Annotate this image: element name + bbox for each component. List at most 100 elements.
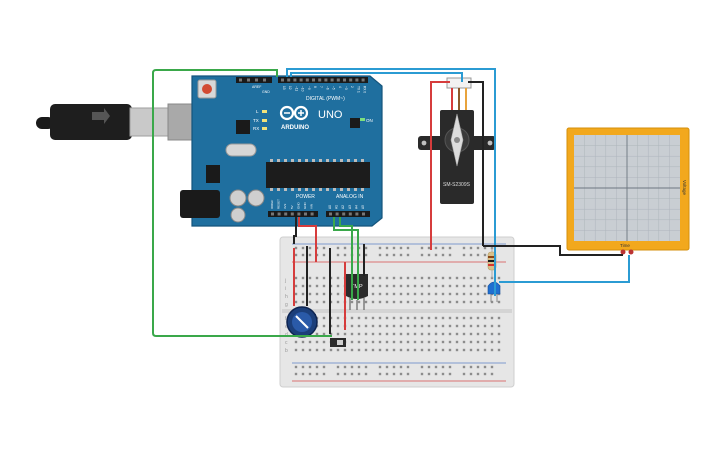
breadboard-hole (413, 292, 417, 296)
breadboard-hole (448, 292, 452, 296)
slide-switch-toggle[interactable] (337, 340, 343, 345)
breadboard-hole (406, 332, 410, 336)
oscilloscope-probe-terminal[interactable] (620, 249, 626, 255)
breadboard-hole (455, 316, 459, 320)
wire-blue-servo-signal[interactable] (290, 72, 463, 82)
breadboard-hole (469, 372, 473, 376)
breadboard-hole (385, 324, 389, 328)
oscilloscope-probe-terminal[interactable] (628, 249, 634, 255)
wire-green-analog-a0[interactable] (339, 217, 353, 300)
breadboard-hole (483, 324, 487, 328)
wire-red-5v[interactable] (298, 217, 317, 262)
chip-pin (347, 159, 350, 162)
breadboard-hole (357, 372, 361, 376)
breadboard-hole (343, 372, 347, 376)
breadboard-hole (385, 340, 389, 344)
breadboard-hole (427, 292, 431, 296)
breadboard-hole (322, 292, 326, 296)
breadboard-hole (469, 316, 473, 320)
breadboard-hole (301, 372, 305, 376)
resistor-band (488, 264, 496, 266)
breadboard-hole (315, 365, 319, 369)
breadboard-hole (392, 276, 396, 280)
usb-cable[interactable] (36, 103, 195, 141)
servo-mount-hole (487, 140, 493, 146)
breadboard-hole (336, 348, 340, 352)
breadboard-hole (427, 316, 431, 320)
wire-red-servo[interactable] (430, 81, 450, 250)
slide-switch[interactable] (330, 338, 346, 347)
analog-header (326, 211, 370, 217)
wire-black-gnd[interactable] (293, 217, 297, 244)
breadboard-hole (448, 340, 452, 344)
oscilloscope[interactable]: Voltage Time (566, 127, 690, 255)
breadboard-hole (413, 348, 417, 352)
breadboard-hole (371, 284, 375, 288)
digital-pin-label: 12 (288, 86, 292, 90)
chip-pin (305, 188, 308, 191)
usb-cable-end (36, 117, 54, 129)
breadboard-hole (308, 340, 312, 344)
breadboard-hole (462, 253, 466, 257)
wire-black-scope[interactable] (483, 245, 623, 256)
wire-blue-scope[interactable] (499, 255, 630, 283)
breadboard-hole (343, 348, 347, 352)
breadboard-hole (462, 276, 466, 280)
breadboard-hole (350, 316, 354, 320)
capacitor (247, 189, 265, 207)
breadboard-hole (490, 372, 494, 376)
reset-button-cap[interactable] (202, 84, 212, 94)
power-pin-label: RESET (277, 199, 281, 209)
tmp-sensor-label: TMP (351, 284, 363, 290)
breadboard-hole (406, 348, 410, 352)
breadboard-hole (399, 316, 403, 320)
wire-green-left[interactable] (152, 69, 332, 337)
arduino-model-text: UNO (318, 109, 343, 121)
breadboard-hole (364, 348, 368, 352)
header-hole (349, 78, 353, 82)
breadboard-hole (497, 316, 501, 320)
wire-blue-led[interactable] (286, 68, 496, 296)
wires[interactable] (152, 68, 630, 337)
potentiometer[interactable] (286, 306, 318, 338)
breadboard-hole (315, 276, 319, 280)
breadboard-hole (469, 348, 473, 352)
header-hole (247, 78, 250, 82)
breadboard-hole (427, 365, 431, 369)
breadboard-hole (385, 276, 389, 280)
breadboard-hole (413, 300, 417, 304)
wire-black-servo[interactable] (468, 81, 484, 246)
breadboard-hole (371, 276, 375, 280)
breadboard-hole (378, 372, 382, 376)
breadboard-hole (315, 300, 319, 304)
servo-motor[interactable]: SM-S2309S (418, 77, 496, 204)
breadboard-hole (399, 284, 403, 288)
digital-pin-label: ~11 (294, 86, 298, 91)
breadboard-hole (448, 300, 452, 304)
capacitor (229, 189, 247, 207)
breadboard-hole (469, 253, 473, 257)
breadboard-hole (434, 316, 438, 320)
breadboard-hole (378, 276, 382, 280)
breadboard-hole (357, 340, 361, 344)
breadboard-hole (343, 365, 347, 369)
wire-green-analog-a1[interactable] (333, 217, 359, 300)
breadboard-hole (385, 284, 389, 288)
breadboard-hole (455, 332, 459, 336)
chip-pin (270, 159, 273, 162)
breadboard-hole (420, 324, 424, 328)
breadboard-hole (406, 372, 410, 376)
header-hole (305, 78, 309, 82)
breadboard[interactable]: j i h g f e d c b (279, 236, 515, 388)
breadboard-hole (483, 348, 487, 352)
breadboard-hole (392, 316, 396, 320)
breadboard-hole (399, 332, 403, 336)
breadboard-hole (301, 365, 305, 369)
breadboard-hole (399, 292, 403, 296)
breadboard-hole (308, 253, 312, 257)
row-letter: i (285, 286, 286, 292)
breadboard-hole (350, 332, 354, 336)
breadboard-hole (448, 324, 452, 328)
